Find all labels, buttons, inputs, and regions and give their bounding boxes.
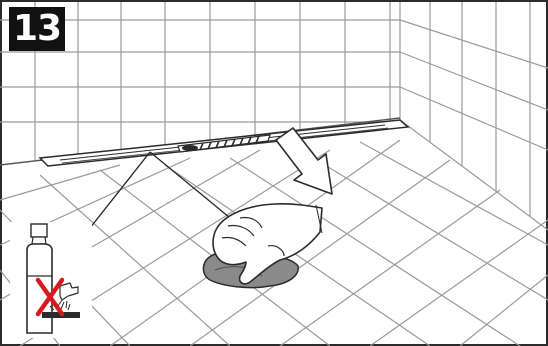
cleaning-product-inset xyxy=(10,222,92,338)
step-number-badge: 13 xyxy=(9,7,65,51)
